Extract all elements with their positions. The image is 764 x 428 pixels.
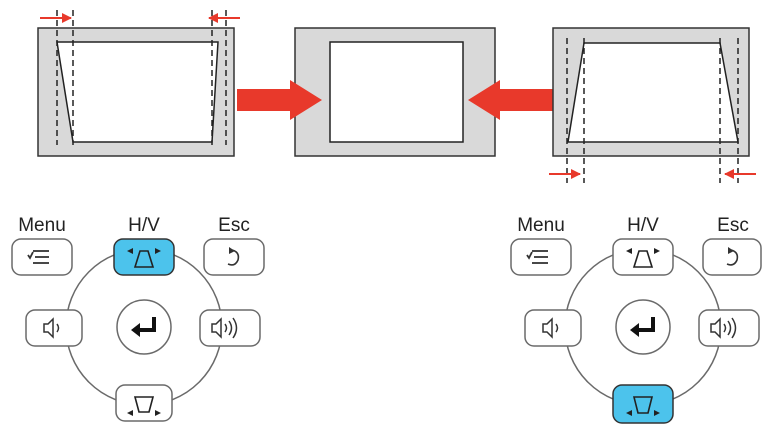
- keystone-up-button[interactable]: [612, 238, 674, 276]
- return-arrow-icon: [227, 249, 240, 266]
- keystone-up-button[interactable]: [113, 238, 175, 276]
- enter-icon: [630, 317, 655, 337]
- menu-label-left: Menu: [18, 215, 66, 236]
- distorted-screen-right: [549, 27, 756, 183]
- esc-label-left: Esc: [218, 215, 250, 236]
- return-arrow-icon: [726, 249, 739, 266]
- arrow-right-big: [237, 80, 322, 120]
- enter-button[interactable]: [615, 299, 671, 355]
- volume-up-button[interactable]: [199, 309, 261, 347]
- volume-up-button[interactable]: [698, 309, 760, 347]
- volume-down-button[interactable]: [25, 309, 83, 347]
- volume-up-icon: [211, 317, 238, 339]
- keystone-down-icon: [626, 396, 660, 416]
- arrow-left-big: [468, 80, 555, 120]
- remote-left: [11, 238, 265, 422]
- hv-label-right: H/V: [627, 215, 659, 236]
- distorted-screen-left: [37, 10, 240, 157]
- volume-up-icon: [710, 317, 737, 339]
- remote-right: [510, 238, 762, 424]
- corrected-screen: [294, 27, 496, 157]
- keystone-up-icon: [127, 248, 161, 268]
- menu-list-icon: [526, 250, 548, 264]
- keystone-down-button[interactable]: [115, 384, 173, 422]
- menu-list-icon: [27, 250, 49, 264]
- esc-button[interactable]: [702, 238, 762, 276]
- keystone-down-icon: [127, 396, 161, 416]
- keystone-up-icon: [626, 248, 660, 268]
- esc-label-right: Esc: [717, 215, 749, 236]
- menu-label-right: Menu: [517, 215, 565, 236]
- enter-button[interactable]: [116, 299, 172, 355]
- volume-down-icon: [43, 317, 60, 339]
- enter-icon: [131, 317, 156, 337]
- hv-label-left: H/V: [128, 215, 160, 236]
- esc-button[interactable]: [203, 238, 265, 276]
- volume-down-button[interactable]: [524, 309, 582, 347]
- volume-down-icon: [542, 317, 559, 339]
- keystone-down-button[interactable]: [612, 384, 674, 424]
